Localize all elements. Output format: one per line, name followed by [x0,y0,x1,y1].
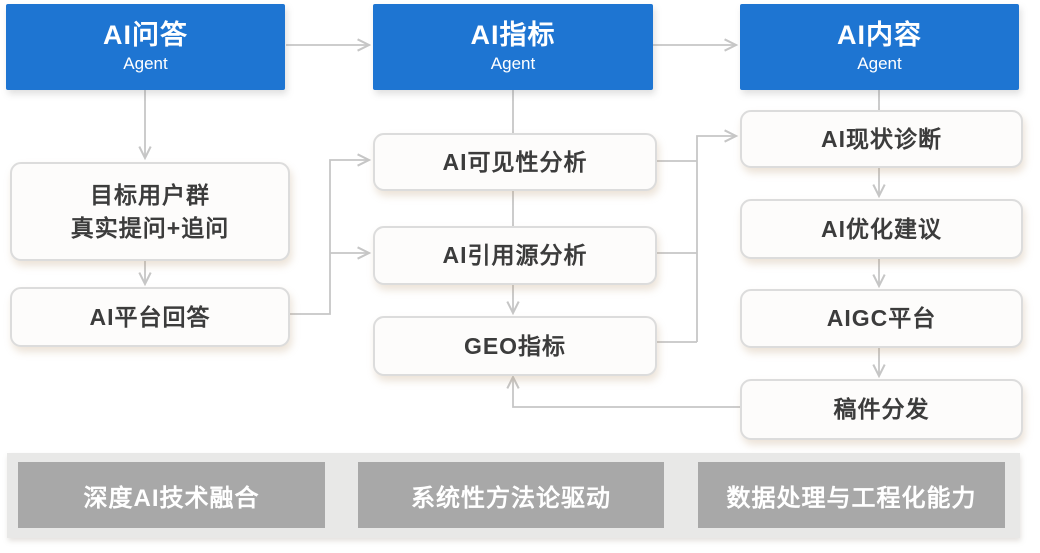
capability-data-engineering: 数据处理与工程化能力 [698,462,1005,528]
node-label: GEO指标 [463,332,567,359]
wire-platform-answers-to-visibility [286,160,369,315]
node-label: AI现状诊断 [821,125,942,152]
agent-header-ai-content-title: AI内容 [837,20,922,50]
node-ai-citation-source-analysis: AI引用源分析 [373,226,657,285]
node-aigc-platform: AIGC平台 [740,289,1023,348]
node-ai-platform-answers: AI平台回答 [10,287,290,347]
node-article-distribution: 稿件分发 [740,379,1023,440]
node-label: AIGC平台 [826,305,937,331]
node-label: 真实提问+追问 [70,214,230,241]
agent-header-ai-metrics-subtitle: Agent [490,54,536,73]
node-target-user-questions: 目标用户群 真实提问+追问 [10,162,290,261]
node-ai-visibility-analysis: AI可见性分析 [373,133,657,191]
node-label: 稿件分发 [833,396,930,422]
agent-header-ai-qna-subtitle: Agent [123,54,168,73]
capability-systematic-methodology: 系统性方法论驱动 [358,462,664,528]
wire-bus-to-diagnosis [696,136,736,342]
node-ai-status-diagnosis: AI现状诊断 [740,110,1023,168]
node-ai-optimization-suggestions: AI优化建议 [740,199,1023,259]
node-label: AI引用源分析 [442,242,588,268]
agent-header-ai-content: AI内容 Agent [740,4,1019,90]
node-label: AI平台回答 [89,303,211,330]
node-label: 目标用户群 [90,181,210,208]
agent-header-ai-content-subtitle: Agent [857,54,902,73]
node-geo-metrics: GEO指标 [373,316,657,376]
node-label: AI优化建议 [821,215,942,242]
node-label: AI可见性分析 [442,148,588,175]
capability-deep-ai-integration: 深度AI技术融合 [18,462,325,528]
agent-header-ai-qna-title: AI问答 [103,20,188,50]
agent-header-ai-metrics: AI指标 Agent [373,4,653,90]
agent-header-ai-qna: AI问答 Agent [6,4,285,90]
wire-distribution-to-geo-feedback [513,377,740,408]
agent-header-ai-metrics-title: AI指标 [470,20,556,50]
